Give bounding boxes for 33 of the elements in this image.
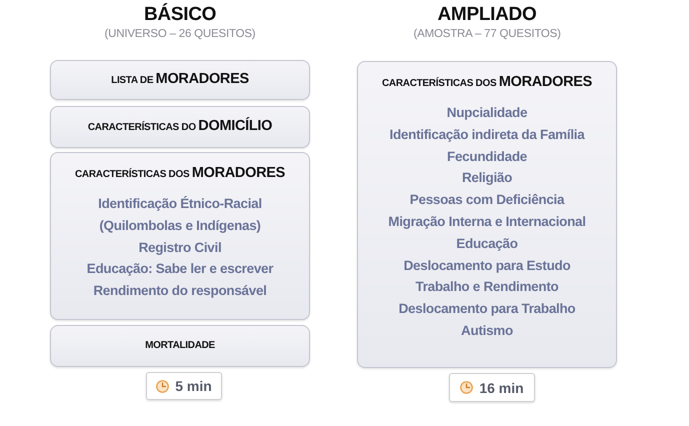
topic-text: Religião	[460, 169, 514, 188]
duration-box	[146, 372, 222, 400]
topic-text: Nupcialidade	[446, 104, 528, 122]
column-subheading: (UNIVERSO – 26 QUESITOS)	[104, 28, 256, 40]
duration-text: 16 min	[479, 380, 524, 396]
topic-text: Pessoas com Deficiência	[408, 191, 566, 210]
duration-text: 5 min	[175, 378, 212, 394]
topic-text: Identificação Étnico-Racial (Quilombolas e Indígenas)	[97, 195, 263, 235]
topic-text: Educação: Sabe ler e escrever	[86, 260, 274, 278]
category-box	[357, 61, 617, 368]
section-heading: MORTALIDADE	[145, 339, 215, 353]
column-subheading: (AMOSTRA – 77 QUESITOS)	[414, 28, 561, 40]
category-box	[50, 325, 310, 367]
column-heading: BÁSICO	[144, 4, 216, 26]
duration-box	[449, 373, 535, 402]
section-heading: CARACTERÍSTICAS DO DOMICÍLIO	[88, 116, 272, 136]
topic-text: Fecundidade	[446, 148, 528, 166]
category-box	[50, 106, 310, 148]
section-heading: CARACTERÍSTICAS DOS MORADORES	[75, 164, 285, 183]
section-heading: LISTA DE MORADORES	[111, 70, 249, 89]
category-box	[50, 60, 310, 100]
topic-text: Deslocamento para Trabalho	[398, 300, 576, 318]
category-box	[50, 152, 310, 320]
topic-text: Identificação indireta da Família	[388, 126, 586, 144]
section-heading: CARACTERÍSTICAS DOS MORADORES	[382, 73, 592, 92]
topic-text: Migração Interna e Internacional	[387, 212, 587, 231]
topic-text: Trabalho e Rendimento	[414, 278, 560, 296]
topic-text: Registro Civil	[138, 238, 222, 257]
topic-text: Deslocamento para Estudo	[402, 256, 572, 275]
column-heading: AMPLIADO	[438, 4, 536, 26]
topic-text: Rendimento do responsável	[92, 282, 268, 300]
topic-text: Autismo	[460, 322, 514, 340]
topic-text: Educação	[455, 234, 519, 253]
